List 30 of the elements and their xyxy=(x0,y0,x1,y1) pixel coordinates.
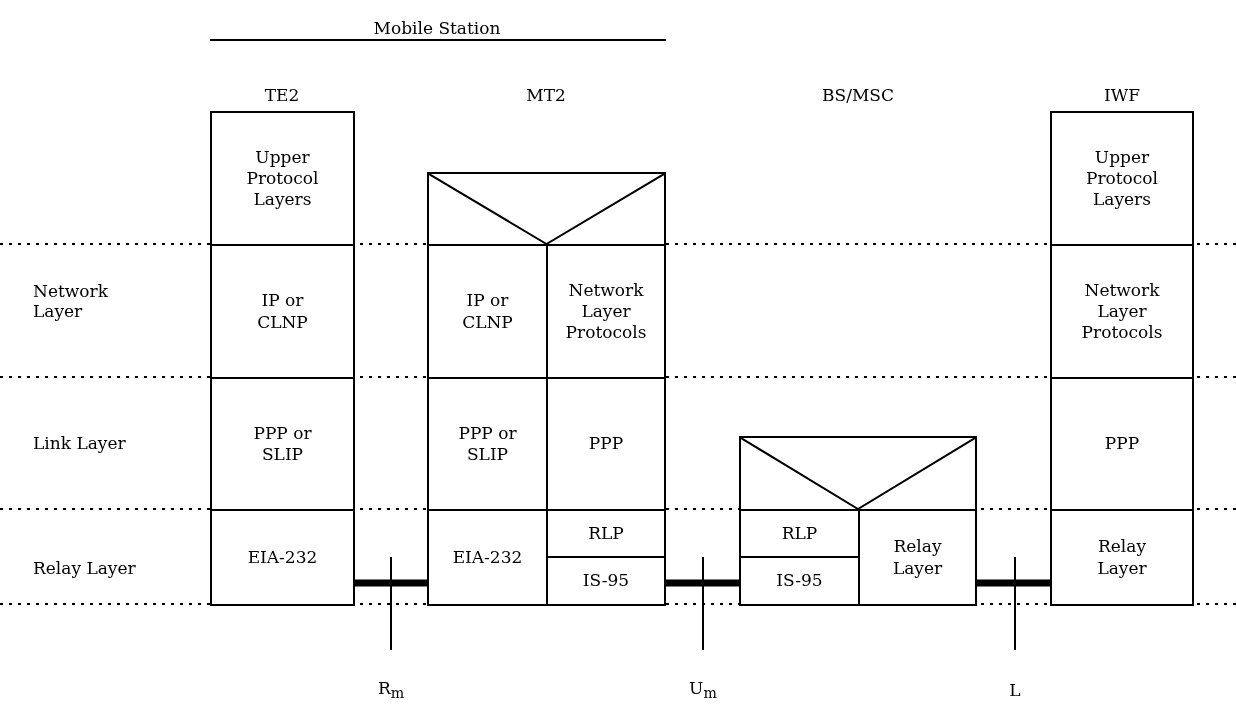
layer-label: Relay Layer xyxy=(33,557,137,579)
protocol-box: IS-95 xyxy=(546,556,666,606)
protocol-box xyxy=(739,436,977,511)
protocol-box: EIA-232 xyxy=(427,509,548,606)
protocol-box xyxy=(427,172,666,246)
protocol-box: PPP or SLIP xyxy=(210,377,355,511)
column-header: IWF xyxy=(1104,84,1140,106)
protocol-box: PPP xyxy=(546,377,666,511)
link-line xyxy=(977,579,1050,587)
protocol-box: Upper Protocol Layers xyxy=(210,111,355,246)
layer-label: Link Layer xyxy=(33,432,127,454)
column-header: TE2 xyxy=(264,84,300,106)
protocol-box: Network Layer Protocols xyxy=(546,244,666,379)
protocol-box: IS-95 xyxy=(739,556,860,606)
protocol-box: Upper Protocol Layers xyxy=(1050,111,1194,246)
column-header: BS/MSC xyxy=(822,84,894,106)
reference-point-label: U$_{m}$ xyxy=(689,677,717,703)
protocol-box: Network Layer Protocols xyxy=(1050,244,1194,379)
link-line xyxy=(355,579,427,587)
protocol-box: Relay Layer xyxy=(858,509,977,606)
protocol-box: EIA-232 xyxy=(210,509,355,606)
link-line xyxy=(666,579,739,587)
reference-point-label: L xyxy=(1009,679,1021,701)
column-header: MT2 xyxy=(526,84,566,106)
group-label: Mobile Station xyxy=(373,17,501,39)
protocol-box: Relay Layer xyxy=(1050,509,1194,606)
protocol-box: PPP xyxy=(1050,377,1194,511)
protocol-box: IP or CLNP xyxy=(210,244,355,379)
reference-point-label: R$_{m}$ xyxy=(377,677,405,703)
layer-label: Network Layer xyxy=(33,280,109,322)
